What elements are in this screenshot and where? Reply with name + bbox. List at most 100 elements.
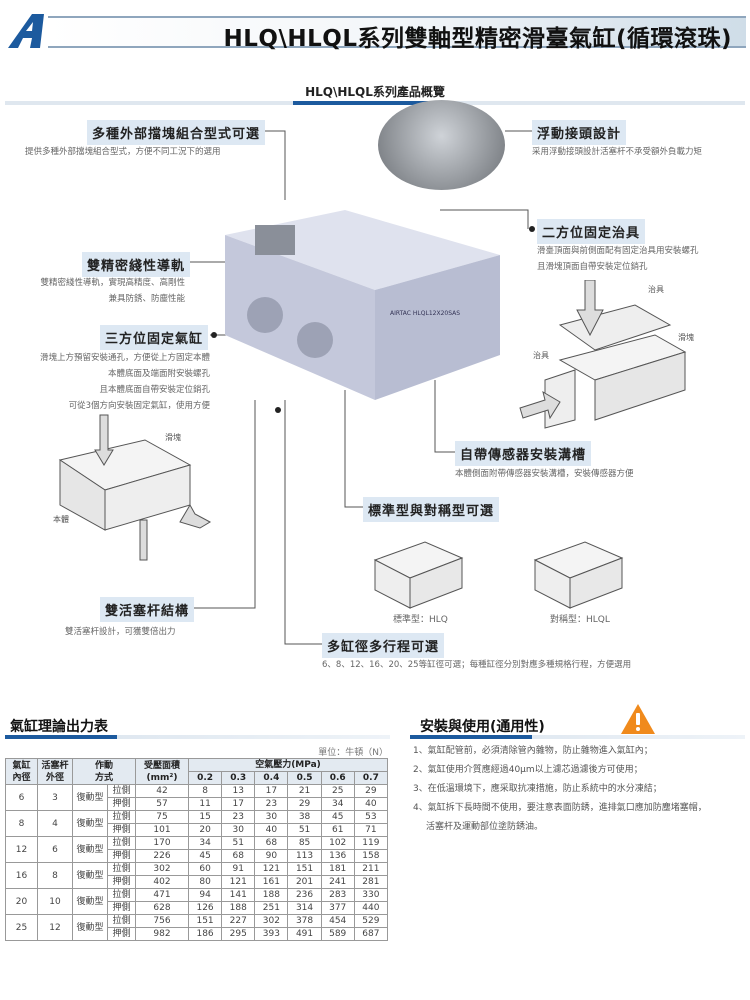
type-cell: 復動型 [72, 784, 108, 811]
force-cell: 314 [287, 901, 322, 915]
force-cell: 119 [353, 836, 389, 850]
force-cell: 11 [187, 797, 223, 811]
feature-two-fix-desc: 滑臺頂面與前側面配有固定治具用安裝螺孔且滑塊頂面自帶安裝定位銷孔 [537, 246, 699, 272]
type-cell: 復動型 [72, 836, 108, 863]
header-area: 受壓面積(mm²) [135, 758, 189, 785]
hlql-symmetric-image [533, 541, 624, 609]
area-cell: 756 [135, 914, 189, 928]
force-cell: 23 [254, 797, 289, 811]
page-title: HLQ\HLQL系列雙軸型精密滑臺氣缸(循環滾珠) [223, 26, 732, 52]
header-pressure-value: 0.2 [187, 771, 223, 785]
force-cell: 136 [320, 849, 355, 863]
fixture-diagram: 治具 滑塊 治具 [519, 280, 694, 429]
svg-text:治具: 治具 [648, 284, 664, 294]
area-cell: 226 [135, 849, 189, 863]
force-cell: 126 [187, 901, 223, 915]
side-cell: 押側 [107, 823, 136, 837]
force-cell: 227 [221, 914, 256, 928]
force-cell: 236 [287, 888, 322, 902]
force-cell: 30 [221, 823, 256, 837]
product-label: AIRTAC HLQL12X20SAS [390, 310, 460, 317]
floating-joint-image [378, 100, 505, 190]
force-cell: 121 [254, 862, 289, 876]
side-cell: 拉側 [107, 914, 136, 928]
force-cell: 29 [287, 797, 322, 811]
force-cell: 38 [287, 810, 322, 824]
force-cell: 158 [353, 849, 389, 863]
area-cell: 471 [135, 888, 189, 902]
feature-stopper-tag: 多種外部擋塊組合型式可選 [87, 120, 266, 145]
force-cell: 34 [187, 836, 223, 850]
header-pressure: 空氣壓力(MPa) [188, 758, 388, 772]
rod-cell: 3 [37, 784, 73, 811]
force-cell: 45 [320, 810, 355, 824]
feature-multi-tag: 多缸徑多行程可選 [322, 633, 445, 658]
force-cell: 40 [254, 823, 289, 837]
force-cell: 283 [320, 888, 355, 902]
side-cell: 拉側 [107, 784, 136, 798]
force-cell: 151 [187, 914, 223, 928]
force-cell: 71 [353, 823, 389, 837]
divider [5, 735, 390, 739]
three-fix-diagram: 滑塊 本體 [53, 414, 212, 561]
force-cell: 241 [320, 875, 355, 889]
divider-accent [5, 735, 117, 739]
force-cell: 60 [187, 862, 223, 876]
install-title: 安裝與使用(通用性) [420, 719, 545, 735]
force-cell: 121 [221, 875, 256, 889]
force-cell: 330 [353, 888, 389, 902]
force-cell: 20 [187, 823, 223, 837]
force-cell: 186 [187, 927, 223, 941]
brand-logo [8, 14, 44, 48]
force-cell: 295 [221, 927, 256, 941]
force-cell: 85 [287, 836, 322, 850]
force-cell: 29 [353, 784, 389, 798]
force-cell: 17 [254, 784, 289, 798]
area-cell: 42 [135, 784, 189, 798]
force-cell: 51 [221, 836, 256, 850]
force-cell: 91 [221, 862, 256, 876]
force-cell: 17 [221, 797, 256, 811]
side-cell: 拉側 [107, 810, 136, 824]
warning-icon [621, 704, 655, 734]
side-cell: 押側 [107, 927, 136, 941]
force-cell: 188 [254, 888, 289, 902]
area-cell: 75 [135, 810, 189, 824]
force-cell: 181 [320, 862, 355, 876]
force-cell: 94 [187, 888, 223, 902]
feature-types-tag: 標準型與對稱型可選 [363, 497, 500, 522]
bore-cell: 8 [5, 810, 38, 837]
bore-cell: 25 [5, 914, 38, 941]
type-cell: 復動型 [72, 914, 108, 941]
rod-cell: 4 [37, 810, 73, 837]
force-cell: 102 [320, 836, 355, 850]
symmetric-caption: 對稱型：HLQL [550, 615, 610, 625]
side-cell: 押側 [107, 875, 136, 889]
side-cell: 押側 [107, 849, 136, 863]
header-action: 作動方式 [72, 758, 136, 785]
install-list: 1、氣缸配管前，必須清除管內雜物，防止雜物進入氣缸內； 2、氣缸使用介質應經過4… [413, 742, 707, 837]
svg-text:滑塊: 滑塊 [165, 432, 181, 442]
divider-accent [410, 735, 532, 739]
unit-label: 單位：牛頓（N） [318, 748, 388, 758]
feature-rail-desc: 雙精密綫性導軌，實現高精度、高剛性兼具防銹、防塵性能 [40, 278, 185, 304]
type-cell: 復動型 [72, 810, 108, 837]
overview-title: HLQ\HLQL系列產品概覽 [305, 85, 445, 99]
header-pressure-value: 0.7 [353, 771, 389, 785]
rod-cell: 6 [37, 836, 73, 863]
feature-multi-desc: 6、8、12、16、20、25等缸徑可選；每種缸徑分別對應多種規格行程，方便選用 [322, 660, 632, 670]
force-cell: 61 [320, 823, 355, 837]
feature-rail-tag: 雙精密綫性導軌 [82, 252, 191, 277]
type-cell: 復動型 [72, 862, 108, 889]
area-cell: 628 [135, 901, 189, 915]
force-cell: 440 [353, 901, 389, 915]
install-item: 3、在低溫環境下，應采取抗凍措施，防止系統中的水分凍結； [413, 784, 662, 794]
force-cell: 378 [287, 914, 322, 928]
area-cell: 402 [135, 875, 189, 889]
